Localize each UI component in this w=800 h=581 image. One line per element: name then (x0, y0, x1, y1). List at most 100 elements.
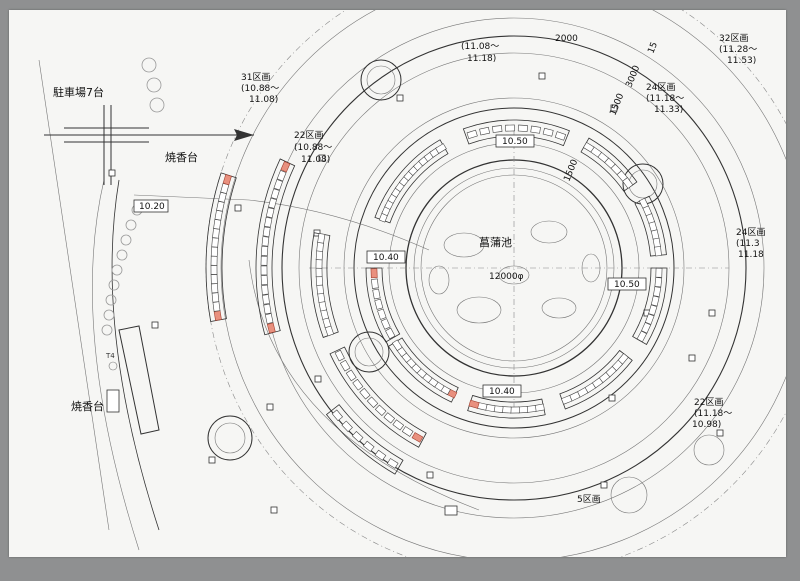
grave-plot (211, 283, 219, 294)
t4-block (106, 325, 160, 435)
section-22-upper-range-b: 11.08) (301, 155, 330, 165)
section-32-range-a: (11.28～ (719, 45, 757, 55)
grave-plot (505, 124, 515, 132)
grave-plot (359, 387, 371, 400)
section-22-lower-range-a: (11.18～ (694, 409, 732, 419)
grave-plot (317, 233, 326, 244)
grave-plot (211, 237, 219, 248)
grave-plot (654, 277, 663, 288)
plot-block-frame (462, 119, 570, 147)
grave-plot (374, 449, 387, 461)
grave-plot (435, 143, 447, 154)
grave-plot (265, 207, 275, 219)
t4-label: T4 (105, 352, 115, 360)
cemetery-site-plan: 駐車場7台 焼香台 焼香台 菖蒲池 12000φ T4 31区画 (10.88～… (38, 0, 800, 577)
grave-plot (466, 129, 478, 139)
plot-block-frame (580, 137, 638, 192)
grave-plot (644, 313, 655, 325)
grave-plot (372, 288, 381, 300)
grave-plot (650, 295, 660, 307)
grave-plot (341, 420, 353, 433)
grave-plot (280, 161, 291, 173)
grave-plot (315, 258, 323, 269)
site-plan-sheet: 駐車場7台 焼香台 焼香台 菖蒲池 12000φ T4 31区画 (10.88～… (9, 0, 800, 577)
section-22-upper-title: 22区画 (294, 130, 323, 141)
grave-plot (554, 131, 567, 141)
grave-plot (371, 278, 379, 289)
grave-plot (317, 292, 326, 303)
grave-plot (268, 197, 277, 209)
grave-plot (213, 219, 222, 230)
grave-plot (345, 369, 357, 382)
grave-plot (366, 396, 379, 408)
incense-stand-left-label: 焼香台 (71, 399, 104, 413)
grave-plot (263, 303, 272, 315)
section-31-range-b: 11.08) (249, 95, 278, 105)
grave-plot (479, 126, 490, 136)
grave-plot (517, 124, 528, 132)
grave-plot (260, 265, 268, 276)
section-top-range-b: 11.18) (467, 54, 496, 64)
section-24-right-range-a: (11.3 (736, 239, 760, 249)
grave-plot (542, 127, 554, 137)
grave-plot (216, 200, 225, 212)
grave-plot (492, 125, 503, 133)
plot-block-frame (467, 394, 546, 419)
pond-name-label: 菖蒲池 (479, 235, 512, 249)
section-24-right-range-b: 11.18 (738, 250, 764, 260)
elevation-1050-top: 10.50 (502, 137, 528, 147)
dimension-3000: 3000 (625, 64, 643, 89)
grave-plot (315, 250, 324, 261)
grave-plot (218, 191, 227, 203)
grave-plot (212, 228, 220, 239)
grave-plot (383, 412, 396, 424)
elevation-1020: 10.20 (139, 202, 165, 212)
plot-block-frame (634, 195, 667, 257)
section-24-upper-range-b: 11.33) (654, 105, 683, 115)
grave-plot (261, 236, 270, 247)
plot-block-frame (325, 404, 404, 475)
section-24-upper-title: 24区画 (646, 82, 675, 93)
section-24-upper-range-a: (11.18～ (646, 94, 684, 104)
grave-plot (362, 440, 375, 452)
posts (151, 72, 724, 516)
elevation-tags: 10.20 10.40 10.50 10.50 10.40 (133, 134, 647, 398)
grave-plot (380, 318, 391, 330)
grave-plot (636, 330, 648, 343)
section-31-range-a: (10.88～ (241, 84, 279, 94)
grave-plot (561, 395, 573, 405)
plot-block-frame (365, 267, 401, 343)
grave-plot (210, 246, 219, 257)
grave-plot (214, 209, 223, 221)
grave-plot (352, 378, 364, 391)
grave-plot (262, 226, 271, 237)
grave-plot (261, 284, 269, 295)
grave-plot (316, 284, 324, 295)
dimension-15: 15 (647, 41, 661, 55)
grave-plot (370, 268, 378, 279)
section-5-label: 5区画 (577, 494, 601, 505)
grave-plot (331, 409, 343, 422)
grave-plot (334, 349, 345, 362)
grave-plot (260, 255, 268, 266)
grave-plot (391, 339, 403, 352)
elevation-1050-right: 10.50 (614, 280, 640, 290)
grave-plot (641, 322, 652, 334)
grave-plot (339, 359, 351, 372)
grave-plot (655, 267, 663, 278)
left-paths (38, 57, 480, 551)
grave-plot (260, 275, 268, 286)
grave-plot (316, 241, 324, 252)
grave-plot (351, 430, 364, 443)
elevation-1040-left: 10.40 (373, 253, 399, 263)
grave-plot (648, 304, 658, 316)
tree-planters (207, 59, 725, 514)
plan-labels: 駐車場7台 焼香台 焼香台 菖蒲池 12000φ T4 31区画 (10.88～… (53, 33, 765, 505)
pond-diameter-label: 12000φ (489, 272, 524, 282)
outer-rings (205, 0, 800, 577)
compass-arrow-icon (44, 105, 254, 185)
grave-plot (315, 275, 324, 286)
grave-plot (374, 404, 387, 416)
grave-plot (401, 426, 414, 437)
grave-plot (222, 174, 232, 186)
